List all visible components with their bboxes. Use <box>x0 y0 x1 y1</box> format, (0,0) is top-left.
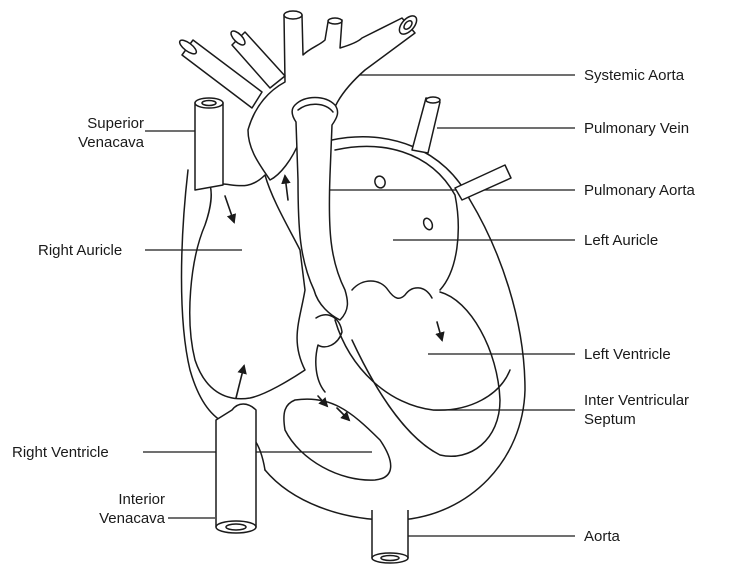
label-septum-line1: Inter Ventricular <box>584 391 689 410</box>
pulmonary-vein-lower <box>455 165 511 200</box>
pulmonary-vein-upper-opening <box>426 97 440 103</box>
label-superior-venacava: Superior Venacava <box>40 114 144 152</box>
left-auricle-opening-2 <box>422 217 434 231</box>
label-systemic-aorta: Systemic Aorta <box>584 66 684 85</box>
tricuspid-valve <box>316 315 342 392</box>
pulmonary-vein-upper <box>412 98 440 153</box>
label-inter-ventricular-septum: Inter Ventricular Septum <box>584 391 689 429</box>
interior-venacava-opening <box>216 521 256 533</box>
flow-arrow-la-lv <box>437 322 442 340</box>
label-aorta: Aorta <box>584 527 620 546</box>
left-auricle-wall <box>335 146 458 290</box>
right-ventricle-chamber <box>284 399 391 480</box>
label-superior-venacava-line2: Venacava <box>40 133 144 152</box>
flow-arrow-ivc <box>236 366 244 398</box>
label-superior-venacava-line1: Superior <box>40 114 144 133</box>
label-right-auricle: Right Auricle <box>38 241 122 260</box>
superior-venacava <box>195 103 223 190</box>
descending-aorta <box>372 510 408 558</box>
label-interior-venacava-line2: Venacava <box>40 509 165 528</box>
flow-arrow-svc <box>225 196 234 222</box>
branch-opening-4 <box>328 18 342 24</box>
mitral-valve <box>352 281 432 298</box>
label-left-ventricle: Left Ventricle <box>584 345 671 364</box>
left-ventricle-chamber <box>352 292 500 456</box>
descending-aorta-opening <box>372 553 408 563</box>
right-auricle-wall <box>190 175 305 399</box>
label-interior-venacava-line1: Interior <box>40 490 165 509</box>
label-pulmonary-aorta: Pulmonary Aorta <box>584 181 695 200</box>
label-septum-line2: Septum <box>584 410 689 429</box>
flow-arrow-rv <box>337 408 349 420</box>
label-interior-venacava: Interior Venacava <box>40 490 165 528</box>
left-auricle-opening-1 <box>373 175 387 190</box>
superior-venacava-opening <box>195 98 223 108</box>
interior-venacava <box>216 404 256 527</box>
flow-arrow-pulmonary-up <box>285 176 288 200</box>
label-pulmonary-vein: Pulmonary Vein <box>584 119 689 138</box>
heart-outline <box>178 11 525 563</box>
branch-opening-3 <box>284 11 302 19</box>
label-left-auricle: Left Auricle <box>584 231 658 250</box>
septum-line <box>335 320 510 410</box>
label-right-ventricle: Right Ventricle <box>12 443 109 462</box>
pulmonary-trunk <box>292 98 347 321</box>
